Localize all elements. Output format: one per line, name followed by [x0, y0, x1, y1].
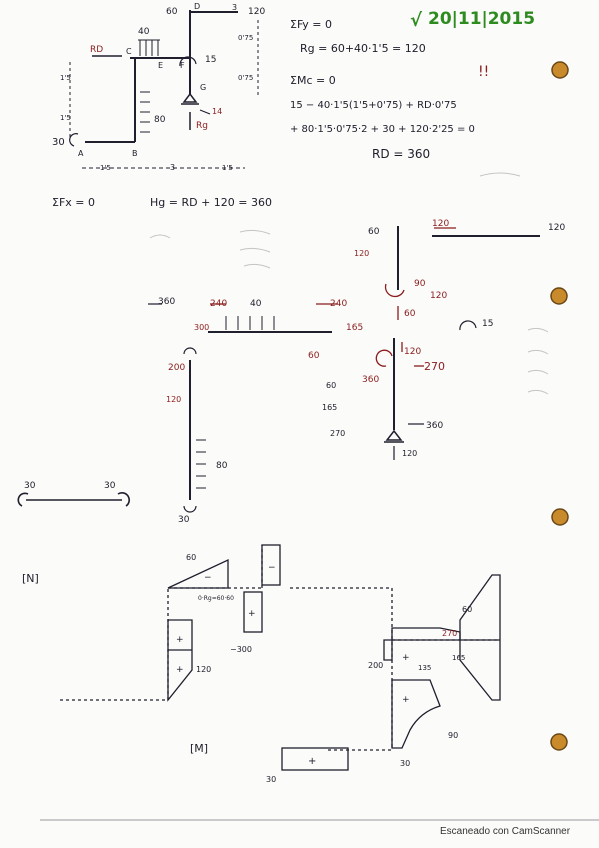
- diagram-value: +: [176, 665, 184, 675]
- equation: ΣMc = 0: [290, 74, 336, 87]
- dimension: 0'75: [238, 74, 253, 82]
- fbd-value: 300: [194, 323, 209, 332]
- node-label: A: [78, 149, 84, 158]
- fbd-value: 120: [432, 219, 449, 229]
- free-body-frame: [148, 226, 540, 513]
- diagram-value: 90: [448, 731, 458, 740]
- fbd-value: 165: [346, 323, 363, 333]
- fbd-value: 80: [216, 461, 228, 471]
- free-body-red-annotations: [210, 227, 456, 367]
- check-mark-icon: √: [410, 10, 423, 31]
- node-label: G: [200, 83, 206, 92]
- load-value: 60: [166, 7, 178, 17]
- moment-value: 30: [52, 137, 65, 148]
- date-header: 20|11|2015: [428, 9, 535, 29]
- fbd-value: 15: [482, 319, 493, 329]
- equation: Hg = RD + 120 = 360: [150, 196, 272, 209]
- frame-sketch: [69, 10, 259, 169]
- node-label: C: [126, 47, 132, 56]
- fbd-value: 120: [402, 449, 417, 458]
- node-label: D: [194, 2, 200, 11]
- diagram-value: +: [402, 695, 410, 705]
- fbd-value: 120: [166, 395, 181, 404]
- diagram-value: +: [176, 635, 184, 645]
- beam-value: 30: [104, 481, 116, 491]
- fbd-value: 360: [426, 421, 443, 431]
- dimension: 1'5: [222, 164, 233, 172]
- node-label: F: [180, 61, 185, 70]
- moment-value: 15: [205, 55, 216, 65]
- fbd-value: 40: [250, 299, 262, 309]
- node-label: 3: [232, 3, 237, 12]
- dimension: 1'5: [60, 114, 71, 122]
- equation: Rg = 60+40·1'5 = 120: [300, 42, 426, 55]
- diagram-value: 135: [418, 664, 431, 672]
- fbd-value: 120: [354, 249, 369, 258]
- load-value: 40: [138, 27, 150, 37]
- small-beam: [17, 491, 130, 507]
- node-label: B: [132, 149, 138, 158]
- fbd-value: 60: [326, 381, 336, 390]
- load-value: 80: [154, 115, 166, 125]
- force-value: 14: [212, 107, 222, 116]
- scanner-watermark: Escaneado con CamScanner: [440, 826, 571, 837]
- faint-scribbles: [149, 172, 549, 395]
- fbd-value: 60: [404, 309, 416, 319]
- dimension: 3: [170, 163, 175, 172]
- equation: ΣFy = 0: [290, 18, 332, 31]
- diagram-value: −: [268, 563, 276, 573]
- fbd-value: 200: [168, 363, 185, 373]
- fbd-value: 120: [548, 223, 565, 233]
- equation: + 80·1'5·0'75·2 + 30 + 120·2'25 = 0: [290, 124, 475, 135]
- dimension: 1'5: [60, 74, 71, 82]
- diagram-value: +: [402, 653, 410, 663]
- diagram-value: +: [308, 756, 316, 767]
- fbd-value: 360: [362, 375, 379, 385]
- binder-holes: [550, 61, 569, 751]
- fbd-value: 240: [330, 299, 347, 309]
- diagram-value: 30: [266, 775, 276, 784]
- diagram-value: −: [204, 573, 212, 583]
- diagram-value: 60: [186, 553, 196, 562]
- force-diagrams: [60, 544, 501, 771]
- diagram-label: [M]: [190, 742, 208, 755]
- equation: ΣFx = 0: [52, 196, 95, 209]
- fbd-value: 270: [424, 360, 445, 373]
- fbd-value: 60: [308, 351, 320, 361]
- diagram-value: 270: [442, 629, 457, 638]
- fbd-value: 270: [330, 429, 345, 438]
- diagram-value: 165: [452, 654, 465, 662]
- fbd-value: 30: [178, 515, 190, 525]
- equation: 15 − 40·1'5(1'5+0'75) + RD·0'75: [290, 100, 457, 111]
- dimension: 1'5: [100, 164, 111, 172]
- fbd-value: 120: [430, 291, 447, 301]
- fbd-value: 120: [404, 347, 421, 357]
- diagram-label: [N]: [22, 572, 39, 585]
- fbd-value: 165: [322, 403, 337, 412]
- diagram-value: 30: [400, 759, 410, 768]
- reaction-label: Rg: [196, 121, 208, 131]
- diagram-value: 0·Rg=60·60: [198, 595, 234, 602]
- diagram-value: 120: [196, 665, 211, 674]
- fbd-value: 60: [368, 227, 380, 237]
- dimension: 0'75: [238, 34, 253, 42]
- fbd-value: 360: [158, 297, 175, 307]
- load-value: 120: [248, 7, 265, 17]
- fbd-value: 240: [210, 299, 227, 309]
- beam-value: 30: [24, 481, 36, 491]
- equation: RD = 360: [372, 147, 430, 161]
- node-label: E: [158, 61, 163, 70]
- diagram-value: −300: [230, 645, 252, 654]
- reaction-label: RD: [90, 45, 103, 55]
- diagram-value: 200: [368, 661, 383, 670]
- diagram-value: 60: [462, 605, 472, 614]
- diagram-value: +: [248, 609, 256, 619]
- warning-mark: !!: [478, 64, 489, 80]
- fbd-value: 90: [414, 279, 426, 289]
